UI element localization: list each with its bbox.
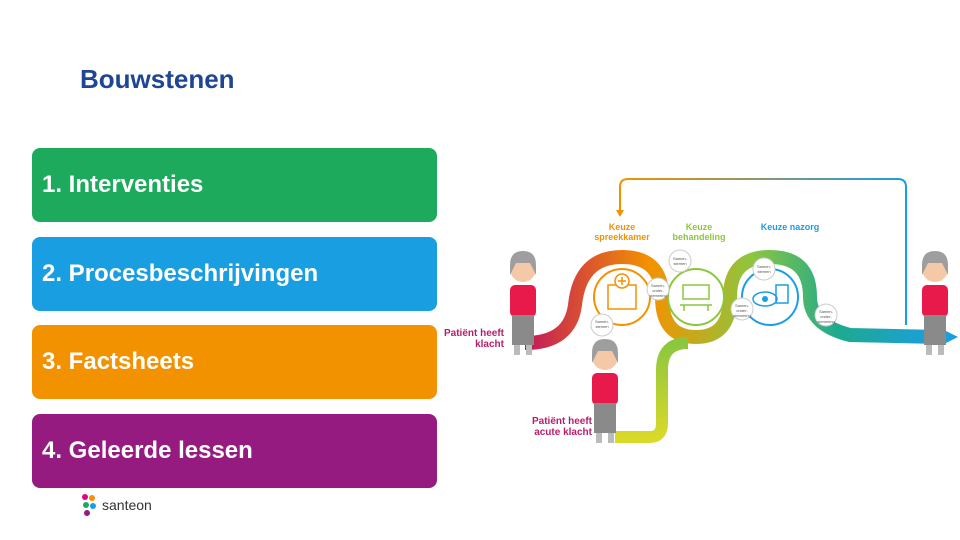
santeon-logo: santeon [80,492,152,518]
bubble-label-3: Samen-stemen [672,256,687,266]
patient-journey-diagram: Keuze spreekkamer Keuze behandeling Keuz… [430,165,960,455]
stage-label-behandeling: Keuze behandeling [672,222,726,242]
block-interventies[interactable]: 1. Interventies [32,148,437,222]
bubble-label-1: Samen-stemen [594,319,609,329]
bubble-label-5: Samen-stemen [756,264,771,274]
logo-text: santeon [102,497,152,513]
bubble-label-4: Samen-onder-stemming [733,303,751,318]
patient-label-klacht: Patiënt heeft klacht [443,328,504,350]
block-factsheets[interactable]: 3. Factsheets [32,325,437,399]
patient-figure-2 [592,339,618,443]
bubble-label-2: Samen-onder-stemming [649,283,667,298]
page-title: Bouwstenen [80,64,235,94]
stage-label-spreekkamer: Keuze spreekkamer [594,222,650,242]
journey-illustration [510,178,958,443]
patient-label-acute-klacht: Patiënt heeft acute klacht [531,416,592,438]
patient-figure-1 [510,251,536,355]
block-procesbeschrijvingen[interactable]: 2. Procesbeschrijvingen [32,237,437,311]
patient-figure-3 [922,251,948,355]
bubble-label-6: Samen-onder-stemming [817,309,835,324]
santeon-logo-icon [82,494,96,516]
block-geleerde-lessen[interactable]: 4. Geleerde lessen [32,414,437,488]
stage-label-nazorg: Keuze nazorg [760,222,820,232]
